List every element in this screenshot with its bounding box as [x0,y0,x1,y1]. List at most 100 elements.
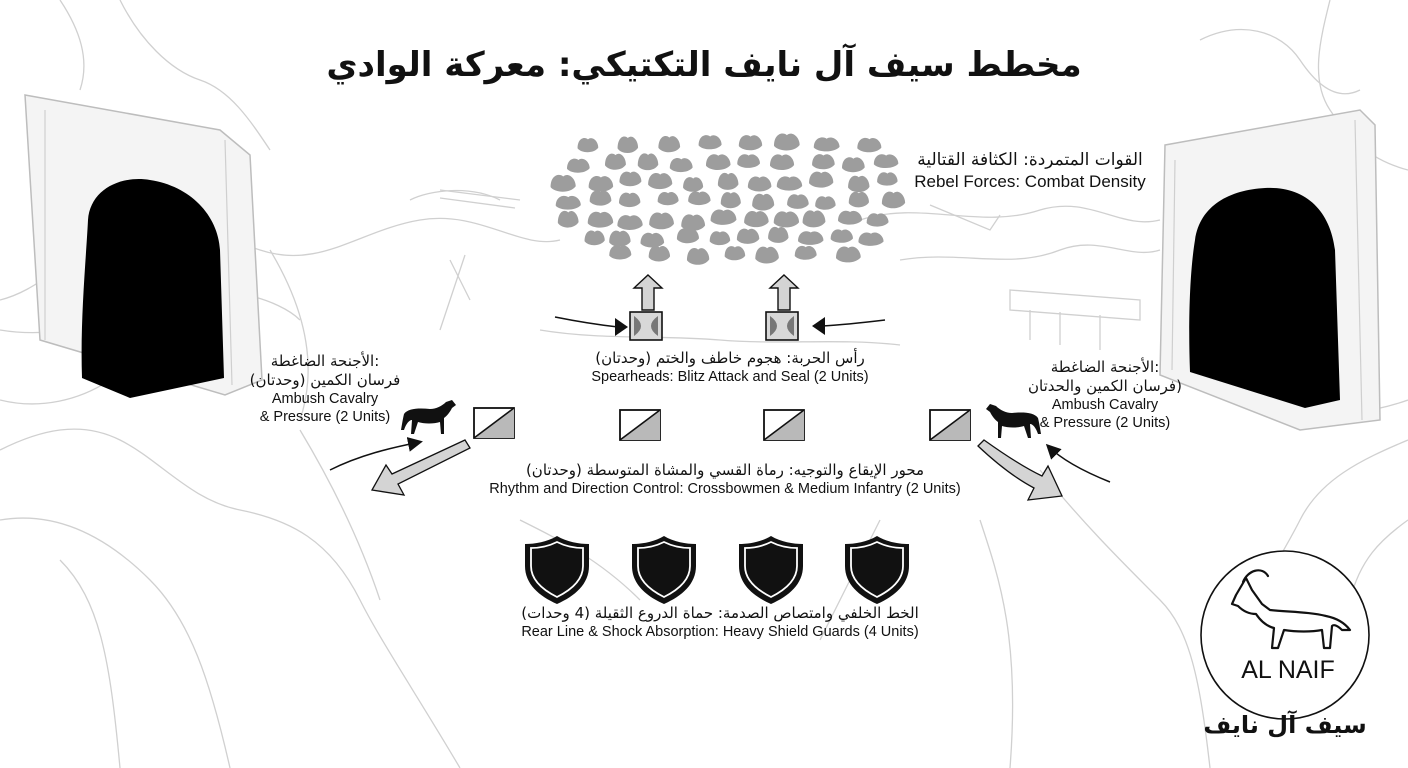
rhythm-label: محور الإيقاع والتوجيه: رماة القسي والمشا… [420,461,1030,498]
rhythm-label-ar: محور الإيقاع والتوجيه: رماة القسي والمشا… [525,461,925,479]
rock-cluster-icon [737,154,760,168]
brand-name-ar: سيف آل نايف [1203,711,1367,739]
rock-cluster-icon [776,176,803,191]
rock-cluster-icon [698,135,722,150]
rock-cluster-icon [835,246,861,263]
rock-cluster-icon [617,136,639,154]
infantry-unit-icon [619,409,661,441]
right-wing-label-en1: Ambush Cavalry [1051,396,1159,413]
spearheads-label-ar: رأس الحربة: هجوم خاطف والختم (وحدتان) [595,349,865,367]
infantry-unit-icon [763,409,805,441]
right-wing-label-en2: & Pressure (2 Units) [1039,414,1171,431]
rock-cluster-icon [710,209,737,225]
rock-cluster-icon [747,176,772,192]
rock-cluster-icon [724,246,746,261]
rock-cluster-icon [657,191,679,206]
rock-cluster-icon [681,214,706,231]
rock-cluster-icon [798,231,824,245]
rock-cluster-icon [858,232,884,246]
rock-cluster-icon [587,211,614,228]
rock-cluster-icon [588,176,614,192]
advance-arrow [632,274,664,311]
rock-cluster-icon [812,154,835,170]
rebel-forces-label-en: Rebel Forces: Combat Density [914,172,1146,192]
rock-cluster-icon [815,196,836,210]
rock-cluster-icon [550,174,576,192]
rock-cluster-icon [755,246,779,264]
right-tunnel-gate [1159,109,1381,431]
rock-cluster-icon [683,177,704,192]
rock-cluster-icon [609,230,631,247]
rock-cluster-icon [773,211,800,228]
rock-cluster-icon [787,194,809,209]
rock-cluster-icon [648,245,671,262]
spearhead-right-group [765,274,886,341]
shield-icon [525,536,589,604]
infantry-unit-icon [473,407,515,439]
left-wing-label-en1: Ambush Cavalry [271,390,379,407]
brand-logo: AL NAIF [1200,550,1370,720]
right-wing-label: الأجنحة الضاغطة: فرسان الكمين والحدتان) … [990,358,1220,432]
rock-cluster-icon [857,137,882,153]
rock-cluster-icon [736,228,760,244]
flank-arrows-right [977,439,1111,501]
page-title: مخطط سيف آل نايف التكتيكي: معركة الوادي [326,45,1082,85]
spearheads-label-en: Spearheads: Blitz Attack and Seal (2 Uni… [591,368,869,385]
left-wing-label-ar1: الأجنحة الضاغطة: [270,352,380,370]
rock-cluster-icon [842,157,865,173]
rock-cluster-icon [752,193,775,211]
right-wing-label-ar2: فرسان الكمين والحدتان) [1028,376,1182,395]
rock-cluster-icon [649,212,674,230]
rock-cluster-icon [774,133,800,151]
rock-cluster-icon [640,232,665,248]
left-tunnel-gate [24,94,263,398]
rock-cluster-icon [609,245,632,260]
rock-cluster-icon [881,191,906,209]
right-wing-label-ar1: الأجنحة الضاغطة: [1050,358,1160,376]
infantry-unit-icon [929,409,971,441]
shield-icon [845,536,909,604]
rear-line-label: الخط الخلفي وامتصاص الصدمة: حماة الدروع … [460,604,980,641]
rock-cluster-icon [567,158,590,173]
rock-cluster-icon [873,154,899,169]
rock-cluster-icon [830,229,853,243]
rock-cluster-icon [848,175,870,193]
rock-cluster-icon [584,230,605,246]
rock-cluster-icon [866,213,889,227]
advance-arrow [768,274,800,311]
logo-text: AL NAIF [1241,656,1335,684]
spearheads-label: رأس الحربة: هجوم خاطف والختم (وحدتان) Sp… [520,349,940,386]
rock-cluster-icon [768,226,789,243]
rock-cluster-icon [619,192,641,208]
left-wing-label-ar2: فرسان الكمين (وحدتان) [249,370,401,389]
rhythm-label-en: Rhythm and Direction Control: Crossbowme… [489,480,961,497]
rock-cluster-icon [577,138,599,153]
rear-line-label-ar: الخط الخلفي وامتصاص الصدمة: حماة الدروع … [521,604,919,622]
rear-line-label-en: Rear Line & Shock Absorption: Heavy Shie… [521,623,919,640]
left-wing-label-en2: & Pressure (2 Units) [259,408,391,425]
rock-cluster-icon [605,153,626,170]
rock-cluster-icon [709,231,731,246]
rock-cluster-icon [794,245,817,260]
rebel-forces-label-ar: القوات المتمردة: الكثافة القتالية [917,150,1143,170]
infantry-units-row [473,407,971,441]
rock-cluster-icon [637,153,659,171]
rock-cluster-icon [738,135,763,151]
rock-cluster-icon [688,191,711,206]
rebel-forces-cluster [550,133,906,265]
rock-cluster-icon [802,210,826,228]
rock-cluster-icon [555,195,581,210]
rebel-forces-label: القوات المتمردة: الكثافة القتالية Rebel … [880,150,1180,193]
rock-cluster-icon [669,157,693,173]
rock-cluster-icon [676,228,700,244]
rock-cluster-icon [744,210,769,228]
rock-cluster-icon [589,190,612,206]
wolf-logo-icon [1230,569,1352,650]
rock-cluster-icon [838,210,863,225]
rock-cluster-icon [617,215,643,230]
left-wing-label: الأجنحة الضاغطة: فرسان الكمين (وحدتان) A… [210,352,440,426]
rock-cluster-icon [619,171,642,187]
flank-arrows-left [329,436,471,496]
rock-cluster-icon [705,154,731,170]
